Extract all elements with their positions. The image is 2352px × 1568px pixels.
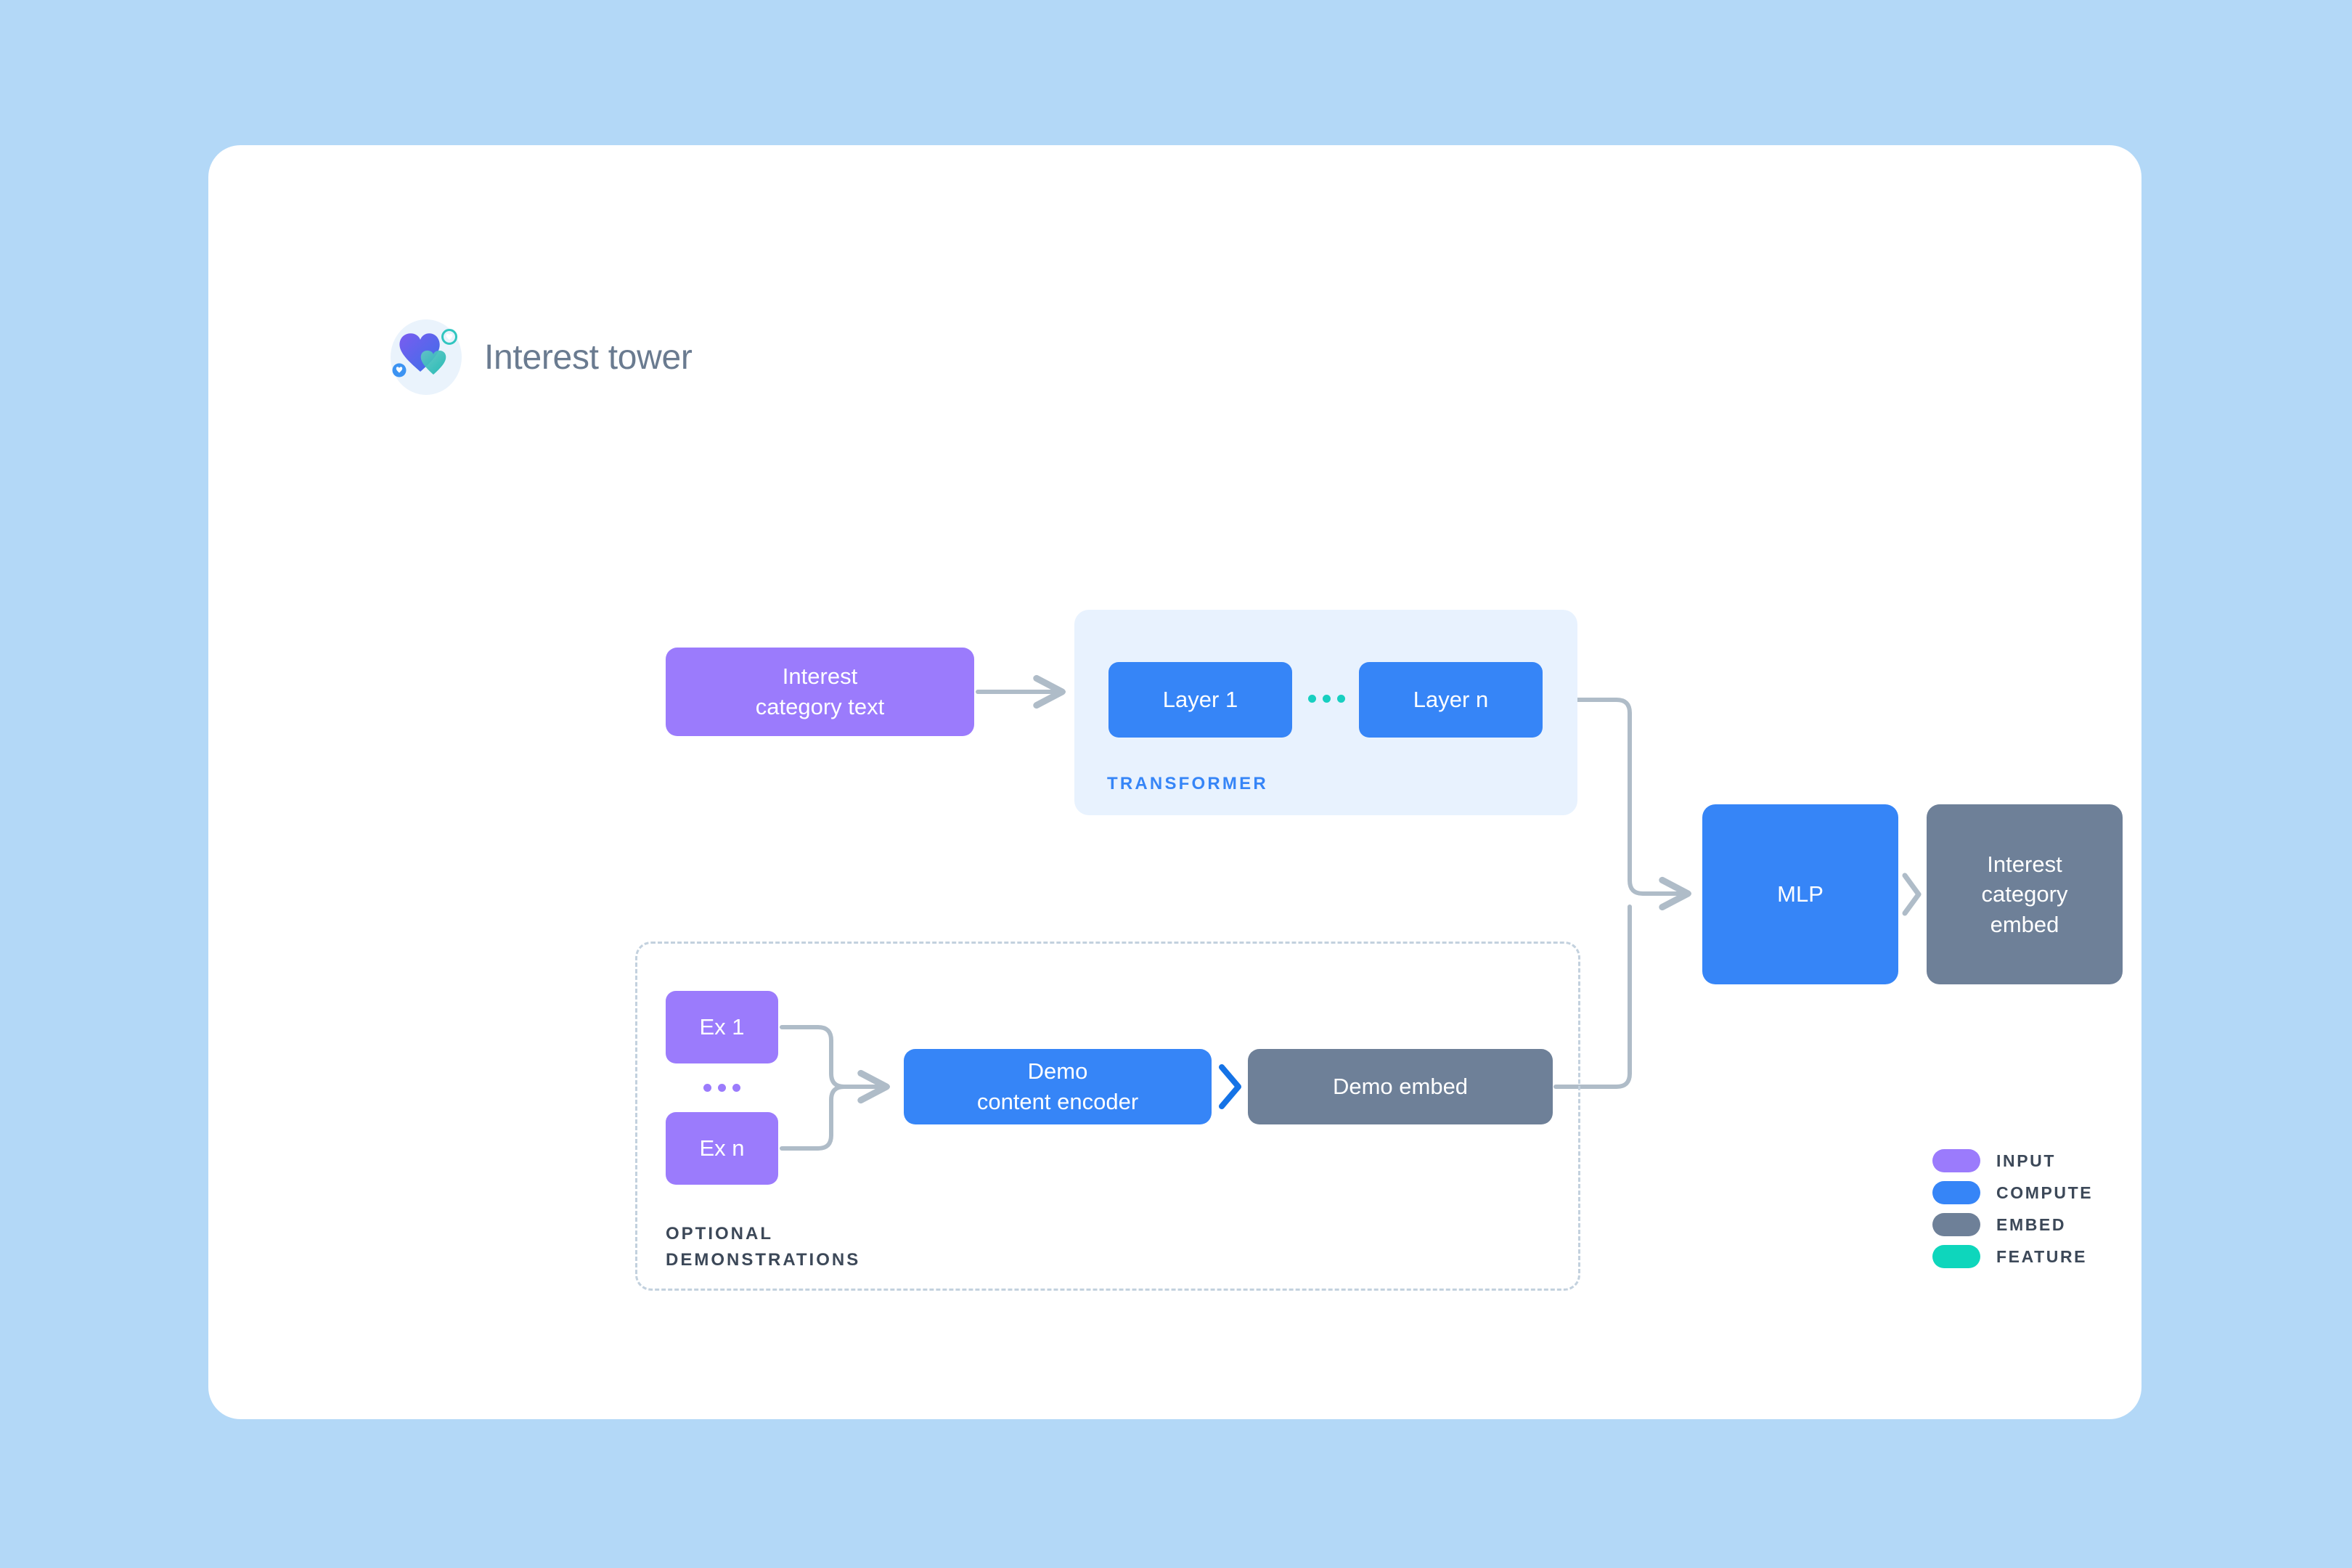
node-layer-n[interactable]: Layer n — [1359, 662, 1543, 738]
description-paragraph: The interest tower takes in an interest … — [571, 1412, 2110, 1419]
legend-item-embed: EMBED — [1932, 1213, 2093, 1236]
node-ex-1[interactable]: Ex 1 — [666, 991, 778, 1063]
legend-swatch-embed — [1932, 1213, 1980, 1236]
double-heart-icon — [388, 319, 464, 395]
transformer-ellipsis-dots — [1308, 695, 1345, 703]
dot — [1308, 695, 1316, 703]
node-layer-1[interactable]: Layer 1 — [1108, 662, 1292, 738]
legend-label-embed: EMBED — [1996, 1214, 2067, 1234]
heart-glyphs — [392, 329, 457, 377]
node-demo-embed[interactable]: Demo embed — [1248, 1049, 1553, 1124]
dot — [1323, 695, 1331, 703]
legend-swatch-input — [1932, 1149, 1980, 1172]
legend-item-compute: COMPUTE — [1932, 1181, 2093, 1204]
node-ex-n[interactable]: Ex n — [666, 1112, 778, 1185]
dot — [732, 1084, 740, 1092]
dot — [1337, 695, 1345, 703]
diagram-header: Interest tower — [388, 319, 693, 395]
legend: INPUT COMPUTE EMBED FEATURE — [1932, 1149, 2093, 1268]
dot — [703, 1084, 711, 1092]
legend-item-input: INPUT — [1932, 1149, 2093, 1172]
legend-swatch-compute — [1932, 1181, 1980, 1204]
demos-ellipsis-dots — [703, 1084, 740, 1092]
transformer-group-label: TRANSFORMER — [1107, 774, 1268, 793]
optional-demonstrations-group — [635, 942, 1580, 1291]
legend-label-compute: COMPUTE — [1996, 1183, 2094, 1202]
dot — [718, 1084, 726, 1092]
legend-swatch-feature — [1932, 1245, 1980, 1268]
page-title: Interest tower — [484, 338, 693, 377]
legend-label-feature: FEATURE — [1996, 1246, 2088, 1266]
node-mlp[interactable]: MLP — [1702, 804, 1898, 984]
legend-label-input: INPUT — [1996, 1151, 2056, 1170]
legend-item-feature: FEATURE — [1932, 1245, 2093, 1268]
